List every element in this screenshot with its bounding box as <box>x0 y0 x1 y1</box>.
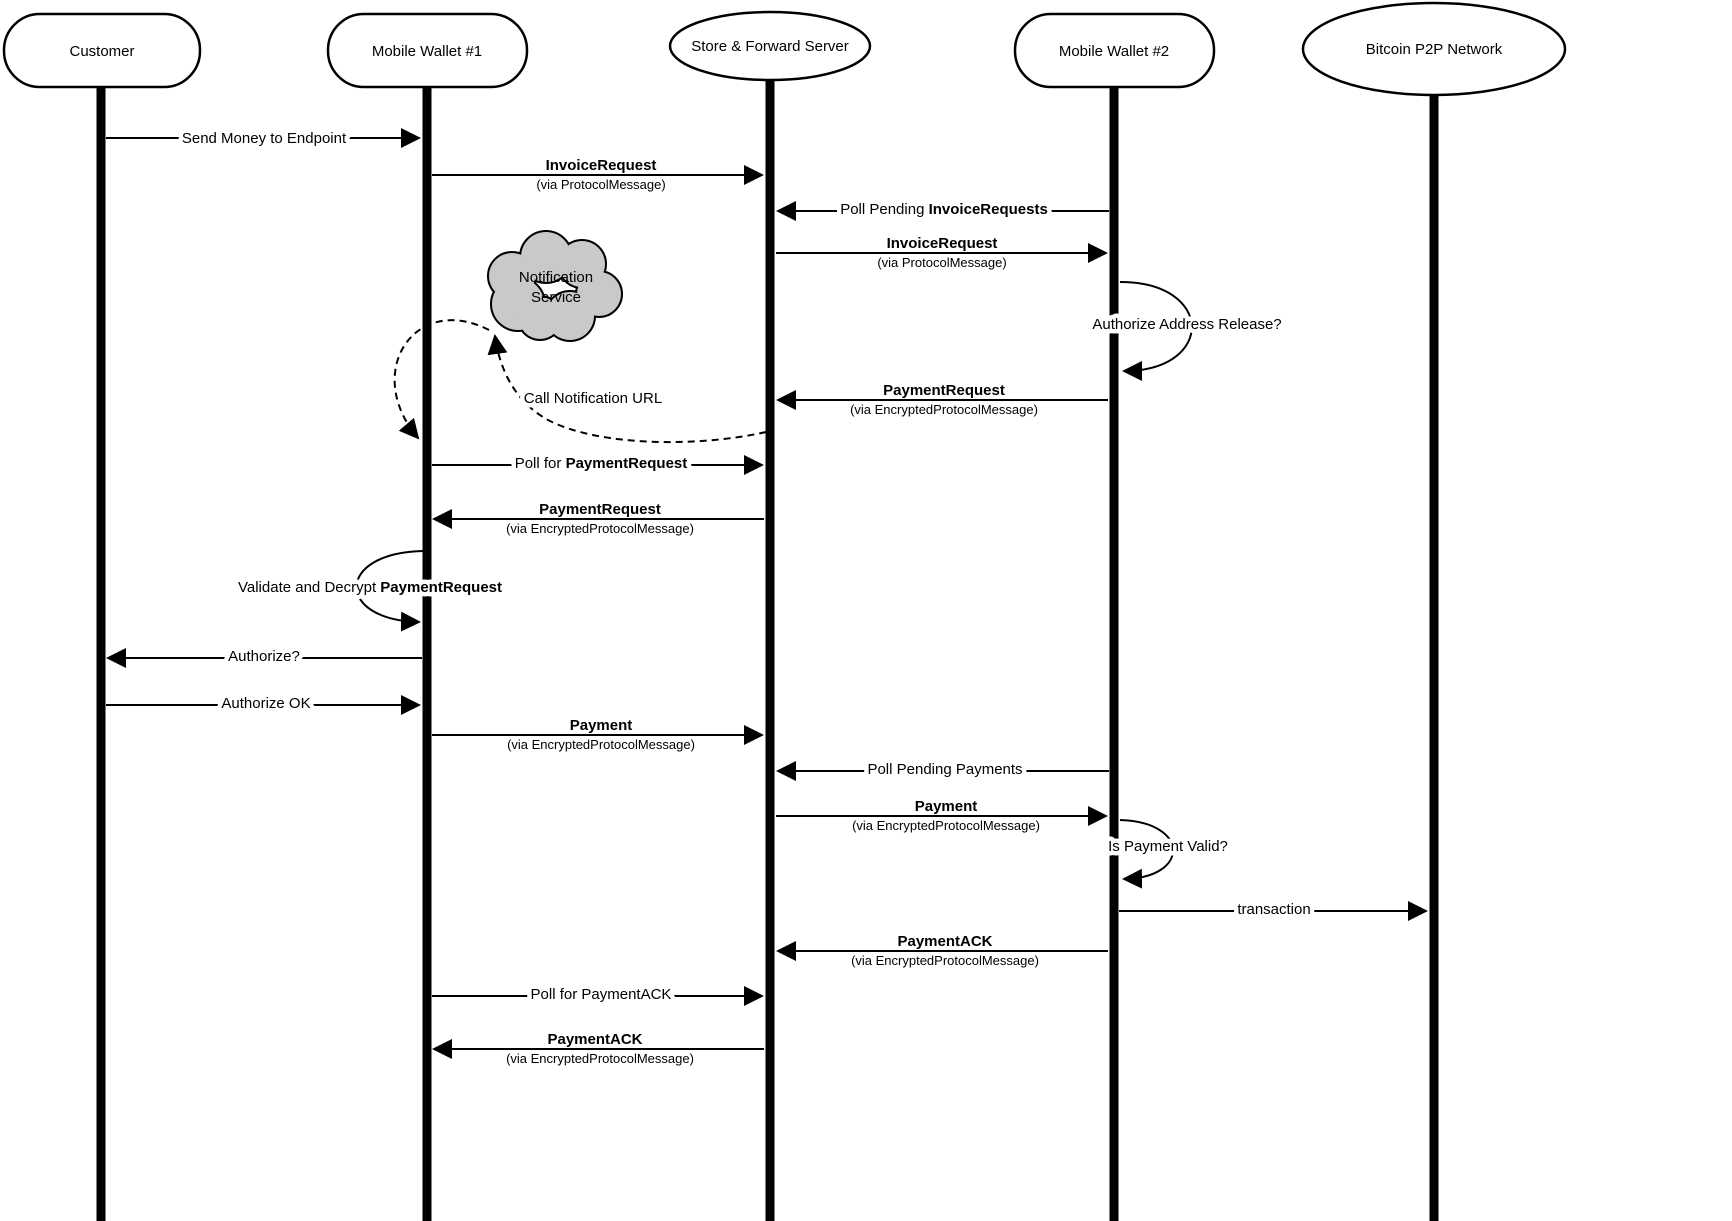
actor-store-forward-server: Store & Forward Server <box>668 10 872 82</box>
message-paymentack-w2-to-server: PaymentACK (via EncryptedProtocolMessage… <box>776 933 1108 968</box>
selfloop-validate-decrypt-arc <box>355 550 424 632</box>
message-poll-pending-payments: Poll Pending Payments <box>776 757 1109 783</box>
actor-bitcoin-p2p-network-label: Bitcoin P2P Network <box>1366 41 1503 58</box>
message-paymentrequest-server-to-w1: PaymentRequest (via EncryptedProtocolMes… <box>432 501 764 536</box>
message-transaction: transaction <box>1119 897 1428 923</box>
message-authorize-question: Authorize? <box>106 644 422 670</box>
message-invoicerequest-w1-via: (via ProtocolMessage) <box>536 177 665 192</box>
dashed-call-notification-url-path <box>487 334 767 444</box>
selfloop-is-payment-valid: Is Payment Valid? <box>1104 819 1232 889</box>
message-poll-for-paymentrequest-label: Poll for PaymentRequest <box>515 455 688 472</box>
message-poll-for-paymentack: Poll for PaymentACK <box>432 982 764 1008</box>
message-invoicerequest-server-to-w2: InvoiceRequest (via ProtocolMessage) <box>776 235 1108 270</box>
actor-mobile-wallet-2-label: Mobile Wallet #2 <box>1059 43 1169 60</box>
message-poll-for-paymentack-label: Poll for PaymentACK <box>531 986 672 1003</box>
message-payment-w1-via: (via EncryptedProtocolMessage) <box>507 737 695 752</box>
selfloop-is-payment-valid-arc <box>1119 819 1174 889</box>
selfloop-validate-decrypt-paymentrequest: Validate and Decrypt PaymentRequest <box>233 550 507 632</box>
message-authorize-ok: Authorize OK <box>106 691 421 717</box>
message-payment-w2-label: Payment <box>915 798 978 815</box>
actor-mobile-wallet-1-label: Mobile Wallet #1 <box>372 43 482 60</box>
cloud-shape <box>487 230 623 342</box>
actor-bitcoin-p2p-network-shape <box>1301 1 1567 97</box>
message-paymentrequest-w1-via: (via EncryptedProtocolMessage) <box>506 521 694 536</box>
selfloop-validate-decrypt-label: Validate and Decrypt PaymentRequest <box>238 579 502 596</box>
message-poll-pending-payments-label: Poll Pending Payments <box>867 761 1022 778</box>
selfloop-authorize-address-release: Authorize Address Release? <box>1088 281 1286 381</box>
actor-customer-shape <box>2 12 202 89</box>
message-invoicerequest-w1-to-server: InvoiceRequest (via ProtocolMessage) <box>432 157 764 192</box>
actor-store-forward-server-label: Store & Forward Server <box>691 38 849 55</box>
message-poll-pending-invoicerequests-label: Poll Pending InvoiceRequests <box>840 201 1048 218</box>
message-paymentrequest-w2-via: (via EncryptedProtocolMessage) <box>850 402 1038 417</box>
actor-mobile-wallet-2-shape <box>1013 12 1216 89</box>
selfloop-authorize-address-release-label: Authorize Address Release? <box>1092 316 1281 333</box>
message-transaction-label: transaction <box>1237 901 1310 918</box>
actor-store-forward-server-shape <box>668 10 872 82</box>
message-paymentack-w1-label: PaymentACK <box>547 1031 642 1048</box>
message-invoicerequest-w2-via: (via ProtocolMessage) <box>877 255 1006 270</box>
message-paymentack-w2-via: (via EncryptedProtocolMessage) <box>851 953 1039 968</box>
message-invoicerequest-w1-label: InvoiceRequest <box>546 157 657 174</box>
message-call-notification-url-label: Call Notification URL <box>524 390 662 407</box>
message-paymentack-w2-label: PaymentACK <box>897 933 992 950</box>
actor-mobile-wallet-2: Mobile Wallet #2 <box>1013 12 1216 89</box>
message-authorize-question-label: Authorize? <box>228 648 300 665</box>
message-paymentack-w1-via: (via EncryptedProtocolMessage) <box>506 1051 694 1066</box>
message-paymentack-server-to-w1: PaymentACK (via EncryptedProtocolMessage… <box>432 1031 764 1066</box>
message-poll-for-paymentrequest: Poll for PaymentRequest <box>432 451 764 477</box>
actor-bitcoin-p2p-network: Bitcoin P2P Network <box>1301 1 1567 97</box>
message-paymentrequest-w1-label: PaymentRequest <box>539 501 661 518</box>
message-paymentrequest-w2-to-server: PaymentRequest (via EncryptedProtocolMes… <box>776 382 1108 417</box>
selfloop-authorize-address-release-arc <box>1119 281 1193 381</box>
message-send-money-to-endpoint: Send Money to Endpoint <box>106 126 421 152</box>
cloud-label-line2: Service <box>531 289 581 306</box>
actor-mobile-wallet-1: Mobile Wallet #1 <box>326 12 529 89</box>
message-poll-pending-invoicerequests: Poll Pending InvoiceRequests <box>776 197 1109 223</box>
notification-service-cloud: Notification Service <box>487 230 623 342</box>
cloud-label-line1: Notification <box>519 269 593 286</box>
message-payment-server-to-w2: Payment (via EncryptedProtocolMessage) <box>776 798 1108 833</box>
message-payment-w1-label: Payment <box>570 717 633 734</box>
actor-customer: Customer <box>2 12 202 89</box>
message-payment-w2-via: (via EncryptedProtocolMessage) <box>852 818 1040 833</box>
selfloop-is-payment-valid-label: Is Payment Valid? <box>1108 838 1228 855</box>
actor-mobile-wallet-1-shape <box>326 12 529 89</box>
message-paymentrequest-w2-label: PaymentRequest <box>883 382 1005 399</box>
actor-customer-label: Customer <box>69 43 134 60</box>
message-invoicerequest-w2-label: InvoiceRequest <box>887 235 998 252</box>
message-authorize-ok-label: Authorize OK <box>221 695 310 712</box>
message-payment-w1-to-server: Payment (via EncryptedProtocolMessage) <box>432 717 764 752</box>
message-send-money-label: Send Money to Endpoint <box>182 130 347 147</box>
dashed-notify-wallet1-path <box>393 319 490 440</box>
